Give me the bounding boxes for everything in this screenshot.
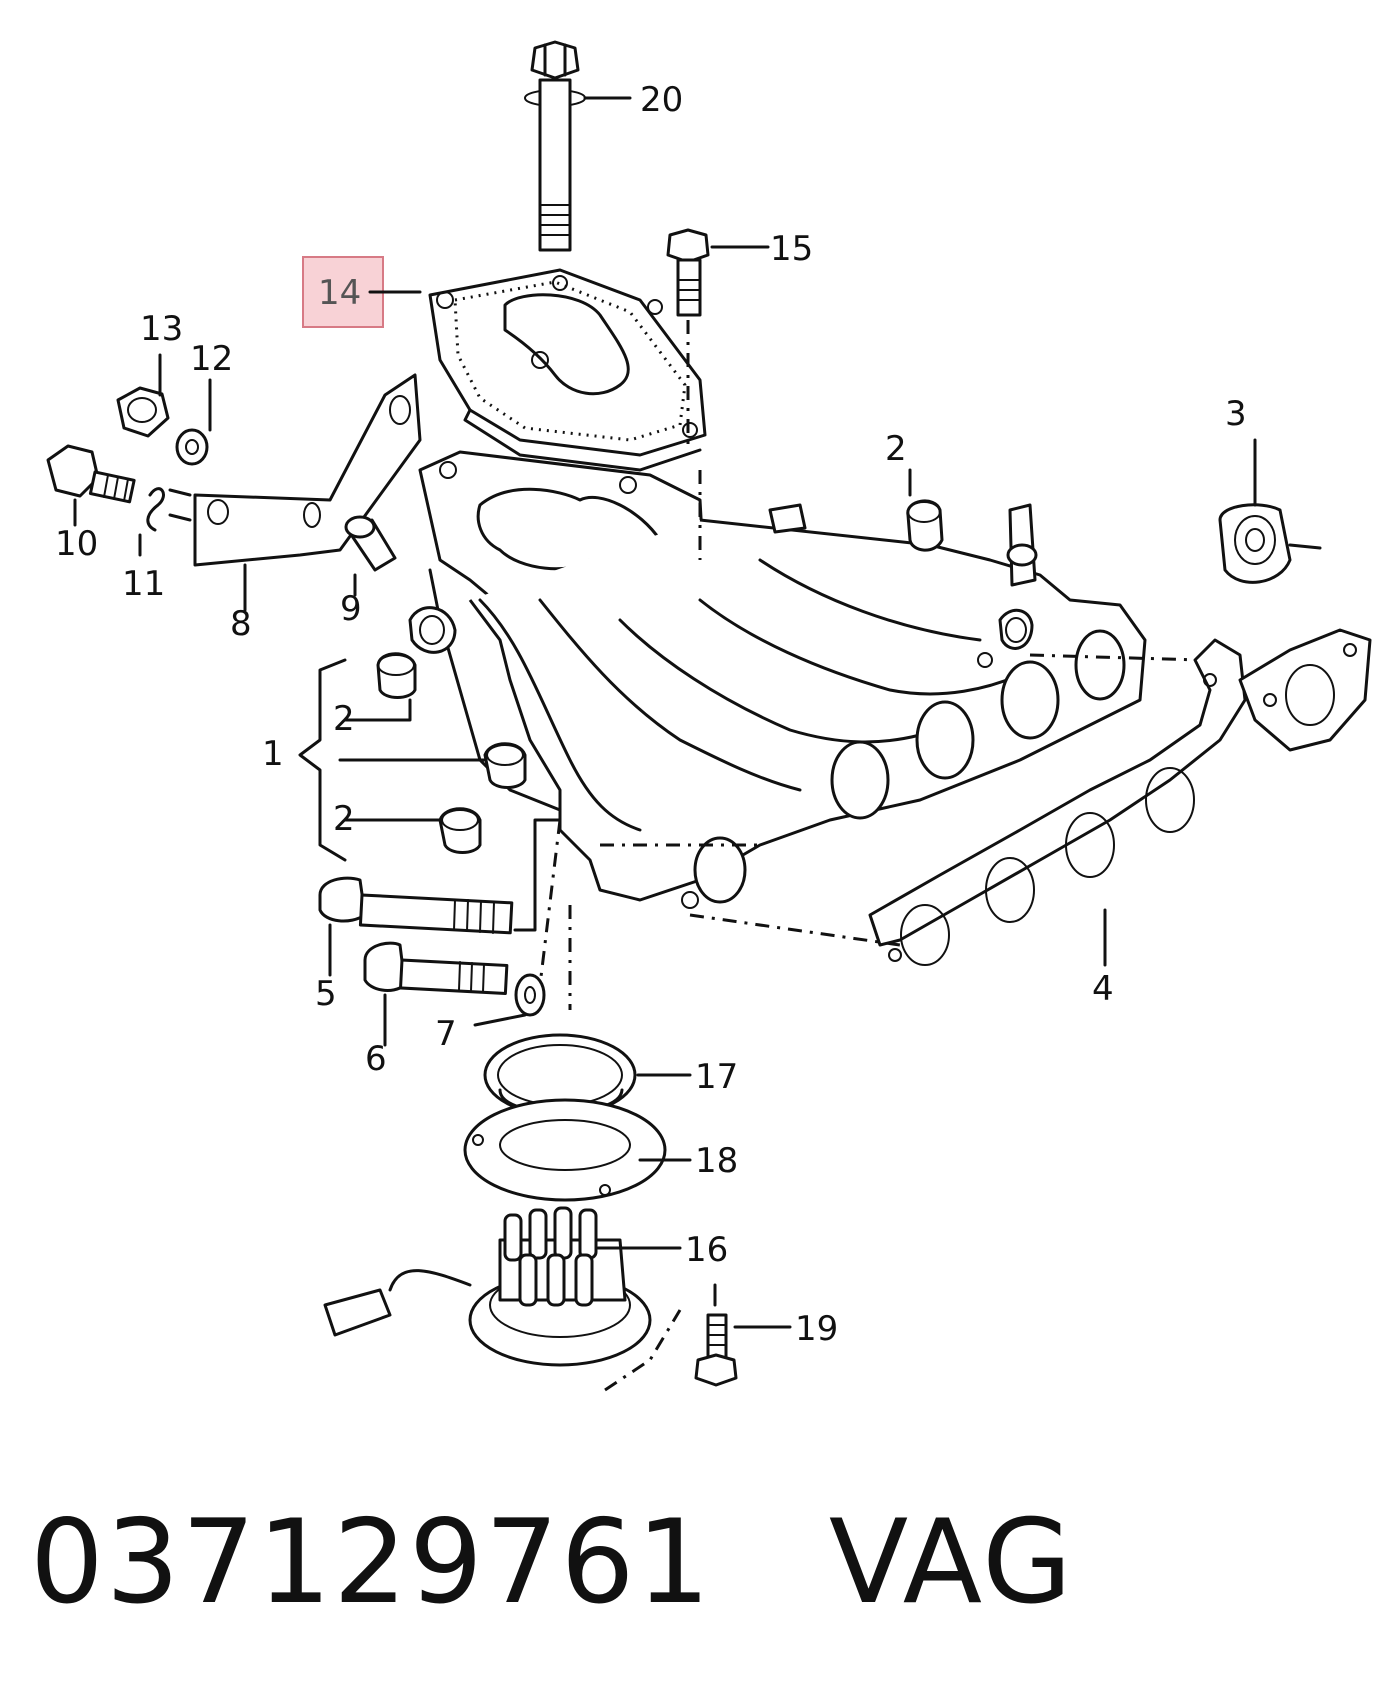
part-2-sleeve-c[interactable] bbox=[343, 807, 482, 854]
part-18-gasket[interactable] bbox=[463, 1098, 692, 1202]
callout-19[interactable]: 19 bbox=[795, 1309, 838, 1349]
small-gasket-right bbox=[1238, 628, 1372, 752]
callout-10[interactable]: 10 bbox=[55, 524, 98, 564]
callout-7[interactable]: 7 bbox=[435, 1014, 457, 1054]
callout-13[interactable]: 13 bbox=[140, 309, 183, 349]
callout-1[interactable]: 1 bbox=[262, 734, 284, 774]
bracket-1-brace bbox=[298, 658, 347, 862]
callout-15[interactable]: 15 bbox=[770, 229, 813, 269]
part-5-bolt[interactable] bbox=[318, 818, 562, 977]
callout-5[interactable]: 5 bbox=[315, 974, 337, 1014]
callout-8[interactable]: 8 bbox=[230, 604, 252, 644]
part-2-sleeve-b[interactable] bbox=[338, 742, 527, 789]
part-9-sleeve[interactable] bbox=[344, 515, 397, 597]
footer-part-info: 037129761 VAG bbox=[30, 1495, 1074, 1630]
callout-18[interactable]: 18 bbox=[695, 1141, 738, 1181]
part-12-washer[interactable] bbox=[175, 378, 212, 466]
part-11-clip[interactable] bbox=[138, 487, 192, 557]
part-16-sensor[interactable] bbox=[323, 1206, 682, 1392]
callout-6[interactable]: 6 bbox=[365, 1039, 387, 1079]
part-number: 037129761 bbox=[30, 1495, 713, 1630]
part-13-nut[interactable] bbox=[116, 353, 170, 438]
part-7-washer[interactable] bbox=[473, 973, 546, 1027]
callout-14[interactable]: 14 bbox=[318, 273, 361, 313]
part-20-bolt[interactable] bbox=[524, 40, 632, 252]
callout-3[interactable]: 3 bbox=[1225, 394, 1247, 434]
part-3-cap[interactable] bbox=[1218, 438, 1322, 584]
part-19-screw[interactable] bbox=[694, 1283, 792, 1387]
part-2-sleeve-top[interactable] bbox=[906, 468, 944, 552]
callout-12[interactable]: 12 bbox=[190, 339, 233, 379]
callout-2-a[interactable]: 2 bbox=[333, 699, 355, 739]
callout-20[interactable]: 20 bbox=[640, 80, 683, 120]
callout-2-c[interactable]: 2 bbox=[333, 799, 355, 839]
part-4-gasket[interactable] bbox=[868, 638, 1247, 967]
part-6-bolt[interactable] bbox=[363, 941, 509, 1047]
part-2-sleeve-a[interactable] bbox=[343, 652, 417, 722]
callout-17[interactable]: 17 bbox=[695, 1057, 738, 1097]
part-14-cover-plate[interactable] bbox=[428, 268, 707, 472]
brand-name: VAG bbox=[828, 1495, 1074, 1630]
part-10-bolt[interactable] bbox=[46, 444, 136, 527]
callout-9[interactable]: 9 bbox=[340, 589, 362, 629]
intake-manifold-body bbox=[408, 450, 1201, 1010]
callout-16[interactable]: 16 bbox=[685, 1230, 728, 1270]
part-15-bolt[interactable] bbox=[666, 228, 770, 317]
callout-11[interactable]: 11 bbox=[122, 564, 165, 604]
callout-2-top[interactable]: 2 bbox=[885, 429, 907, 469]
callout-4[interactable]: 4 bbox=[1092, 969, 1114, 1009]
part-8-bracket[interactable] bbox=[193, 373, 422, 612]
